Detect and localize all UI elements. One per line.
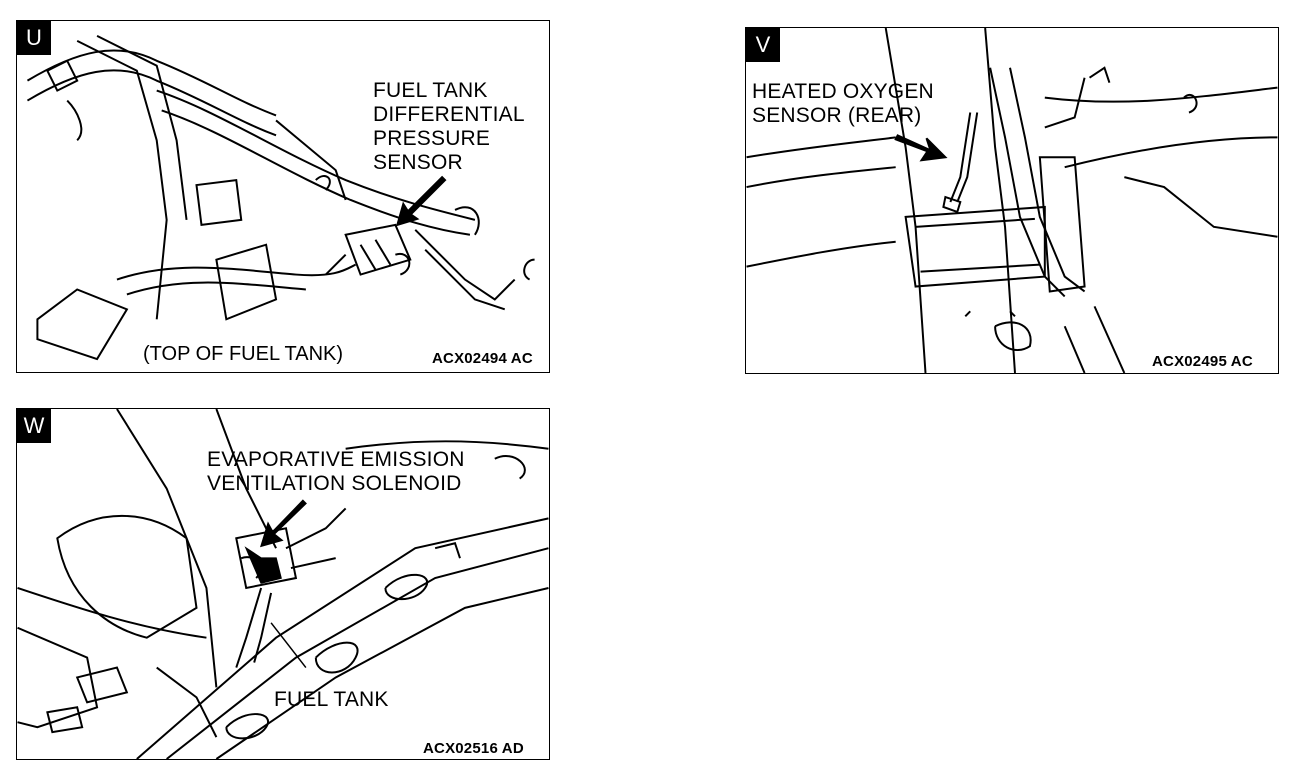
callout-label: HEATED OXYGEN SENSOR (REAR) bbox=[752, 80, 934, 128]
arrow-icon bbox=[894, 134, 948, 162]
panel-caption: (TOP OF FUEL TANK) bbox=[143, 343, 344, 365]
fuel-tank-top-illustration bbox=[26, 35, 535, 361]
callout-label: EVAPORATIVE EMISSION VENTILATION SOLENOI… bbox=[207, 448, 465, 496]
callout-line: HEATED OXYGEN bbox=[752, 80, 934, 103]
figure-panel-v: V HEATED OXYGEN SENSOR (REAR) ACX02495 A… bbox=[745, 27, 1279, 374]
leader-line bbox=[270, 622, 307, 668]
exhaust-underbody-illustration bbox=[746, 28, 1278, 373]
fuel-tank-label: FUEL TANK bbox=[274, 688, 389, 711]
panel-letter: V bbox=[746, 28, 780, 62]
panel-letter: U bbox=[17, 21, 51, 55]
figure-panel-u: U FUEL TANK DIFFERENTIAL PRESSURE SENSOR… bbox=[16, 20, 550, 373]
callout-line: DIFFERENTIAL bbox=[373, 103, 525, 126]
figure-panel-w: W EVAPORATIVE EMISSION VENTILATION SOLEN… bbox=[16, 408, 550, 760]
callout-line: VENTILATION SOLENOID bbox=[207, 472, 462, 495]
callout-line: PRESSURE bbox=[373, 127, 491, 150]
callout-line: SENSOR bbox=[373, 151, 463, 174]
callout-line: EVAPORATIVE EMISSION bbox=[207, 448, 465, 471]
figure-code: ACX02516 AD bbox=[423, 740, 524, 757]
arrow-icon bbox=[260, 499, 307, 548]
panel-letter: W bbox=[17, 409, 51, 443]
callout-line: FUEL TANK bbox=[373, 79, 488, 102]
fuel-tank-solenoid-illustration bbox=[17, 409, 549, 759]
callout-label: FUEL TANK DIFFERENTIAL PRESSURE SENSOR bbox=[373, 79, 525, 175]
callout-line: SENSOR (REAR) bbox=[752, 104, 922, 127]
arrow-icon bbox=[395, 175, 447, 227]
figure-code: ACX02495 AC bbox=[1152, 353, 1253, 370]
figure-code: ACX02494 AC bbox=[432, 350, 533, 367]
